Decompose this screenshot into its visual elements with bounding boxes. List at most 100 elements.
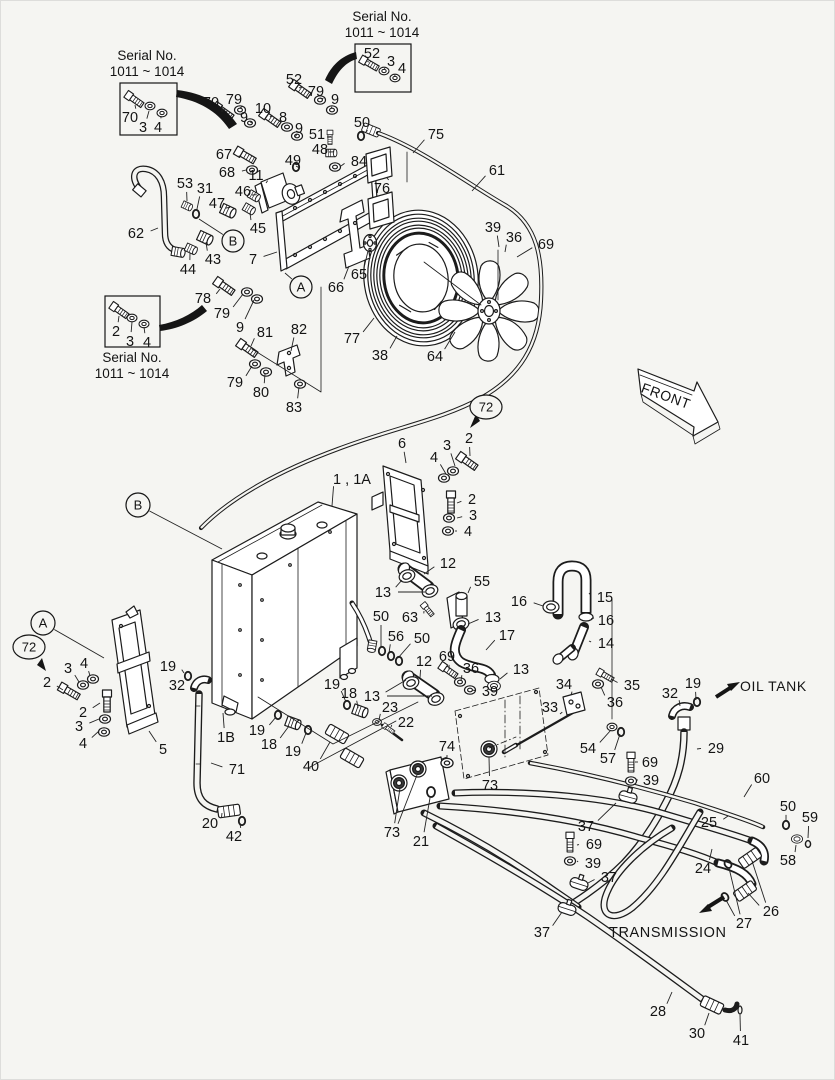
circled-marker-label: 72 [22, 640, 36, 655]
leader-line [356, 700, 359, 709]
callout-label: 2 [43, 675, 51, 691]
leader-line [295, 165, 300, 169]
callout-label: 19 [249, 723, 265, 739]
callout-label: 3 [139, 120, 147, 136]
leader-line [239, 106, 243, 109]
callout-label: 14 [598, 636, 614, 652]
leader-line [743, 784, 753, 798]
leader-line [269, 114, 273, 118]
hose-bundle [420, 751, 812, 1016]
leader-line [301, 732, 307, 744]
callout-label: 2 [79, 705, 87, 721]
leader-line [419, 669, 422, 679]
leader-line [263, 251, 278, 257]
leader-line [444, 331, 456, 350]
callout-label: 19 [324, 677, 340, 693]
callout-label: 60 [754, 771, 770, 787]
serial-box-title: Serial No. [352, 9, 411, 24]
leader-line [591, 617, 595, 619]
leader-line [269, 716, 277, 726]
callout-label: 50 [414, 631, 430, 647]
callout-label: 4 [398, 61, 406, 77]
hose-71 [193, 690, 247, 827]
callout-label: 40 [303, 759, 319, 775]
circled-marker [30, 610, 56, 636]
leader-line [298, 86, 302, 89]
callout-label: 26 [763, 904, 779, 920]
circled-marker [125, 492, 151, 518]
callout-label: 32 [169, 678, 185, 694]
leader-line [343, 265, 350, 280]
fan-motor [254, 172, 306, 214]
callout-label: 78 [195, 291, 211, 307]
leader-line [708, 848, 713, 860]
fan [423, 249, 540, 362]
leader-line [181, 669, 185, 674]
leader-line [239, 823, 242, 829]
leader-line [89, 718, 100, 724]
leader-line [297, 386, 300, 399]
leader-line [290, 337, 295, 352]
hose-61 [198, 122, 544, 531]
callout-label: 9 [240, 110, 248, 126]
fan-shroud [363, 209, 479, 347]
callout-label: 37 [601, 870, 617, 886]
callout-label: 13 [375, 585, 391, 601]
leader-line [190, 685, 193, 688]
leader-line [460, 675, 463, 682]
leader-line [614, 733, 621, 751]
callout-label: 68 [219, 165, 235, 181]
leader-line [794, 844, 797, 853]
swoosh-arrow-1 [176, 90, 237, 129]
circled-marker-label: B [134, 498, 143, 513]
leader-line [610, 678, 618, 683]
leader-line [807, 825, 810, 839]
callout-label: 8 [279, 110, 287, 126]
bracket-82 [276, 344, 301, 377]
leader-line [499, 672, 508, 680]
circled-marker-label: A [297, 280, 306, 295]
leader-line [225, 206, 231, 209]
circled-marker [221, 229, 245, 253]
callout-label: 51 [309, 127, 325, 143]
swoosh-arrow-2 [325, 52, 357, 84]
callout-label: 12 [416, 654, 432, 670]
callout-label: 47 [209, 196, 225, 212]
callout-label: 23 [382, 700, 398, 716]
callout-label: 18 [341, 686, 357, 702]
callout-label: 42 [226, 829, 242, 845]
callout-label: 79 [226, 92, 242, 108]
callout-label: 48 [312, 142, 328, 158]
leader-line [238, 155, 241, 158]
callout-label: 2 [468, 492, 476, 508]
leader-line [403, 451, 407, 464]
callout-label: 41 [733, 1033, 749, 1049]
leader-line [143, 326, 146, 334]
callout-label: 29 [708, 741, 724, 757]
leader-line [471, 175, 486, 192]
callout-label: 81 [257, 325, 273, 341]
leader-line [250, 338, 255, 347]
callout-label: 4 [80, 656, 88, 672]
leader-line [210, 762, 223, 768]
callout-label: 13 [485, 610, 501, 626]
transmission-label: TRANSMISSION [609, 925, 727, 941]
leader-line [385, 679, 407, 693]
callout-label: 3 [387, 54, 395, 70]
callout-label: 5 [159, 742, 167, 758]
leader-line [265, 180, 269, 184]
leader-line [516, 247, 533, 258]
leader-line [747, 892, 760, 906]
leader-line [92, 702, 101, 709]
leader-line [666, 991, 673, 1004]
callout-label: 77 [344, 331, 360, 347]
leader-line [576, 860, 579, 863]
leader-line [394, 787, 401, 824]
leader-line [284, 272, 293, 280]
callout-label: 55 [474, 574, 490, 590]
callout-label: 39 [485, 220, 501, 236]
leader-line [365, 130, 368, 133]
leader-line [54, 629, 105, 659]
